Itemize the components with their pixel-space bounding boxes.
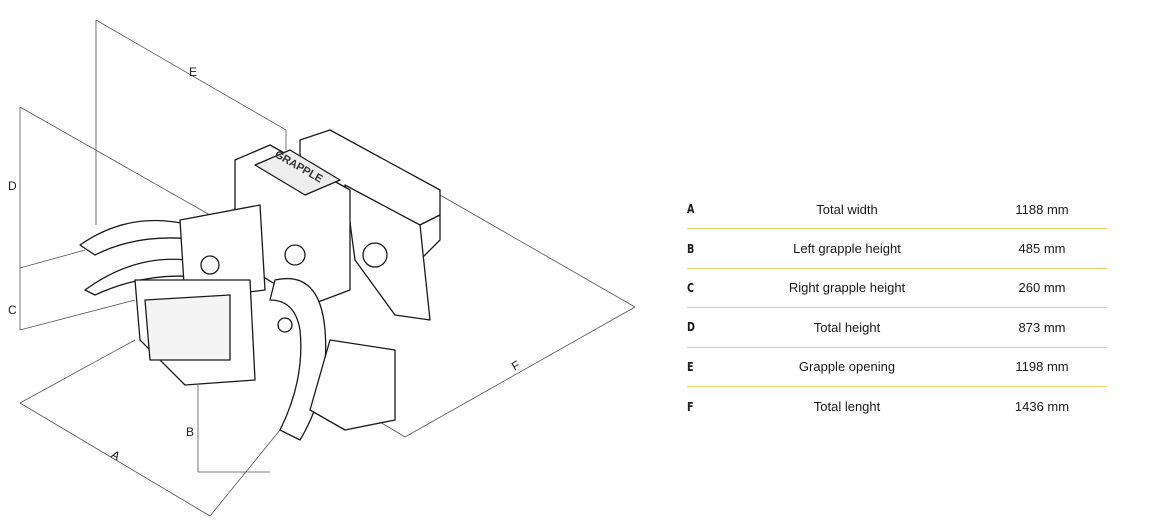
spec-row-e: E Grapple opening 1198 mm bbox=[687, 348, 1107, 387]
dimension-label-a: A bbox=[109, 447, 123, 463]
spec-key: D bbox=[687, 320, 695, 335]
spec-value: 485 mm bbox=[1018, 241, 1066, 257]
specifications-table: A Total width 1188 mm B Left grapple hei… bbox=[687, 190, 1107, 426]
spec-value: 1188 mm bbox=[1015, 201, 1069, 217]
spec-key: B bbox=[687, 241, 695, 256]
spec-name: Left grapple height bbox=[793, 241, 901, 257]
spec-name: Total height bbox=[813, 319, 881, 335]
spec-row-b: B Left grapple height 485 mm bbox=[687, 229, 1107, 269]
spec-key: F bbox=[687, 399, 694, 414]
spec-name: Total lenght bbox=[813, 399, 881, 415]
spec-key: E bbox=[687, 359, 694, 374]
spec-value: 1436 mm bbox=[1014, 399, 1070, 415]
dimension-label-f: F bbox=[509, 358, 522, 374]
spec-key: A bbox=[687, 202, 695, 217]
grapple-machine bbox=[79, 129, 441, 441]
grapple-technical-drawing: GRAPPLE E F D C A B bbox=[8, 19, 636, 517]
spec-name: Grapple opening bbox=[798, 359, 896, 375]
dimension-label-c: C bbox=[8, 303, 17, 317]
dimension-label-b: B bbox=[186, 425, 194, 439]
spec-name: Right grapple height bbox=[788, 280, 906, 296]
spec-row-c: C Right grapple height 260 mm bbox=[687, 269, 1107, 309]
spec-value: 873 mm bbox=[1018, 319, 1066, 335]
spec-row-a: A Total width 1188 mm bbox=[687, 190, 1107, 230]
dimension-label-e: E bbox=[189, 65, 197, 79]
dimension-lines bbox=[19, 19, 636, 517]
spec-value: 1198 mm bbox=[1015, 359, 1069, 375]
spec-row-f: F Total lenght 1436 mm bbox=[687, 387, 1107, 426]
spec-key: C bbox=[687, 280, 695, 295]
spec-name: Total width bbox=[816, 201, 878, 217]
spec-value: 260 mm bbox=[1018, 280, 1066, 296]
dimension-label-d: D bbox=[8, 179, 17, 193]
spec-row-d: D Total height 873 mm bbox=[687, 308, 1107, 348]
